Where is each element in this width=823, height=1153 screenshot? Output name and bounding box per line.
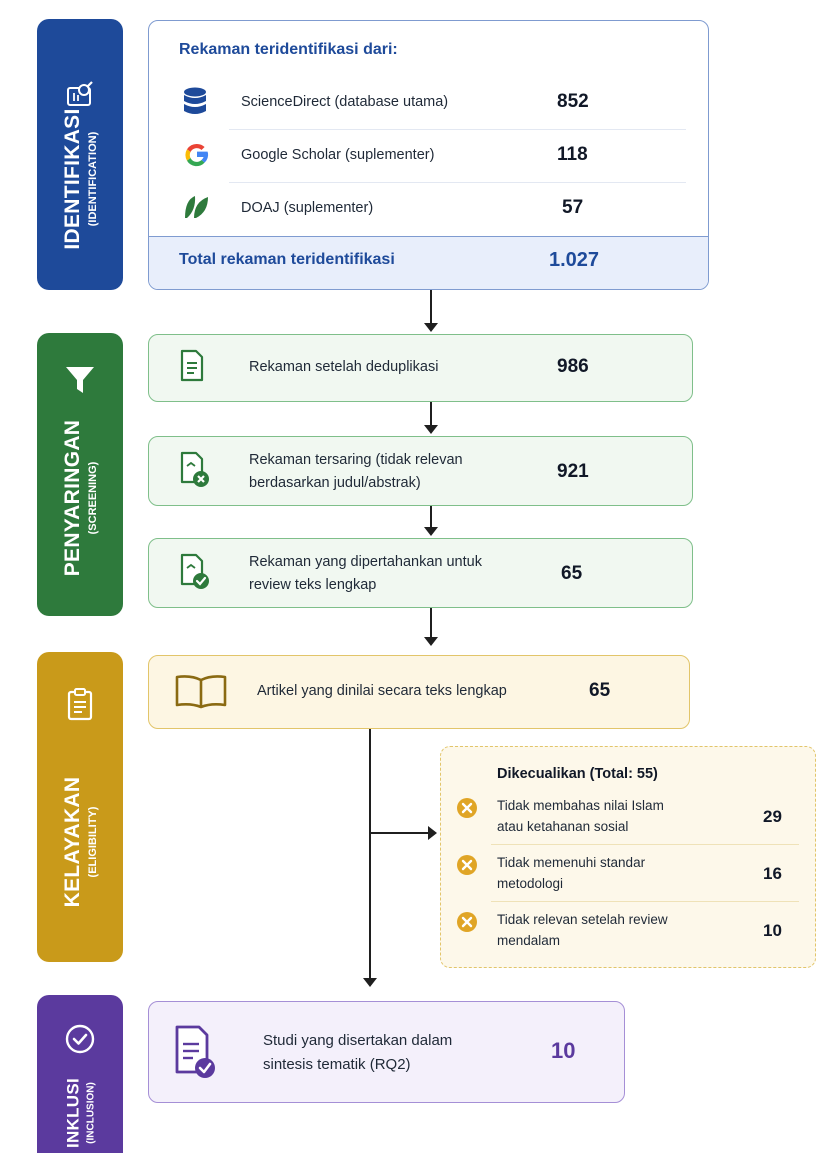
divider: [491, 901, 799, 902]
check-circle-icon: [65, 1024, 95, 1054]
stage-sublabel: (IDENTIFICATION): [87, 131, 99, 227]
stage-label: INKLUSI: [63, 1077, 83, 1149]
arrow-head: [424, 425, 438, 434]
divider: [491, 844, 799, 845]
x-circle-icon: [457, 798, 477, 818]
retained-label-line1: Rekaman yang dipertahankan untuk: [249, 554, 482, 570]
stage-inclusion: INKLUSI (INCLUSION): [37, 995, 123, 1153]
stage-identification: IDENTIFIKASI (IDENTIFICATION): [37, 19, 123, 290]
total-count: 1.027: [549, 249, 600, 271]
flow-arrow: [430, 402, 432, 428]
excluded-title: Dikecualikan (Total: 55): [497, 766, 658, 782]
arrow-head: [363, 978, 377, 987]
flow-arrow: [430, 290, 432, 326]
source-label: Google Scholar (suplementer): [241, 147, 435, 163]
screened-label-line2: berdasarkan judul/abstrak): [249, 475, 421, 491]
excluded-count: 16: [763, 864, 782, 883]
dedup-count: 986: [557, 356, 589, 377]
document-search-icon: [67, 81, 93, 106]
screened-count: 921: [557, 461, 589, 482]
included-count: 10: [551, 1038, 576, 1063]
included-label-line1: Studi yang disertakan dalam: [263, 1032, 453, 1049]
divider: [229, 129, 686, 130]
source-count: 57: [562, 197, 584, 218]
total-label: Total rekaman teridentifikasi: [179, 251, 395, 268]
assessed-label: Artikel yang dinilai secara teks lengkap: [257, 683, 507, 699]
stage-label: KELAYAKAN: [61, 776, 84, 908]
document-check-icon: [175, 1025, 215, 1078]
google-icon: [185, 143, 209, 167]
doaj-leaf-icon: [185, 196, 208, 218]
excluded-reason-line2: mendalam: [497, 933, 561, 948]
included-box: Studi yang disertakan dalam sintesis tem…: [148, 1001, 625, 1103]
assessed-box: Artikel yang dinilai secara teks lengkap…: [148, 655, 690, 729]
retained-label-line2: review teks lengkap: [249, 577, 377, 593]
assessed-count: 65: [589, 680, 611, 701]
flow-arrow: [369, 729, 371, 981]
stage-screening: PENYARINGAN (SCREENING): [37, 333, 123, 616]
filter-icon: [66, 367, 94, 393]
total-row: Total rekaman teridentifikasi 1.027: [149, 236, 708, 289]
source-label: ScienceDirect (database utama): [241, 94, 449, 110]
arrow-head: [424, 637, 438, 646]
screened-box: Rekaman tersaring (tidak relevan berdasa…: [148, 436, 693, 506]
stage-eligibility: KELAYAKAN (ELIGIBILITY): [37, 652, 123, 962]
dedup-label: Rekaman setelah deduplikasi: [249, 359, 439, 375]
screened-label-line1: Rekaman tersaring (tidak relevan: [249, 452, 463, 468]
excluded-reason-line2: metodologi: [497, 876, 564, 891]
stage-label: PENYARINGAN: [61, 419, 84, 577]
source-count: 118: [557, 144, 588, 165]
excluded-box: Dikecualikan (Total: 55) Tidak membahas …: [440, 746, 816, 968]
arrow-head: [428, 826, 437, 840]
open-book-icon: [175, 675, 227, 709]
excluded-reason-line1: Tidak memenuhi standar: [497, 855, 646, 870]
branch-arrow: [370, 832, 430, 834]
divider: [229, 182, 686, 183]
stage-sublabel: (SCREENING): [87, 461, 99, 535]
excluded-reason-line1: Tidak membahas nilai Islam: [497, 798, 664, 813]
stage-sublabel: (INCLUSION): [85, 1082, 97, 1144]
dedup-box: Rekaman setelah deduplikasi 986: [148, 334, 693, 402]
flow-arrow: [430, 608, 432, 640]
x-circle-icon: [457, 912, 477, 932]
document-check-icon: [180, 553, 209, 589]
document-icon: [180, 349, 204, 382]
retained-box: Rekaman yang dipertahankan untuk review …: [148, 538, 693, 608]
x-circle-icon: [457, 855, 477, 875]
source-label: DOAJ (suplementer): [241, 200, 374, 216]
retained-count: 65: [561, 563, 583, 584]
identification-box: Rekaman teridentifikasi dari: ScienceDir…: [148, 20, 709, 290]
included-label-line2: sintesis tematik (RQ2): [263, 1056, 411, 1073]
excluded-count: 10: [763, 921, 782, 940]
database-icon: [184, 87, 206, 114]
clipboard-icon: [67, 688, 93, 721]
flow-arrow: [430, 506, 432, 530]
stage-label: IDENTIFIKASI: [61, 108, 84, 250]
excluded-reason-line1: Tidak relevan setelah review: [497, 912, 668, 927]
identification-heading: Rekaman teridentifikasi dari:: [179, 41, 398, 58]
excluded-count: 29: [763, 807, 782, 826]
document-excluded-icon: [180, 451, 209, 487]
excluded-reason-line2: atau ketahanan sosial: [497, 819, 629, 834]
arrow-head: [424, 527, 438, 536]
source-count: 852: [557, 91, 589, 112]
stage-sublabel: (ELIGIBILITY): [87, 806, 99, 878]
arrow-head: [424, 323, 438, 332]
